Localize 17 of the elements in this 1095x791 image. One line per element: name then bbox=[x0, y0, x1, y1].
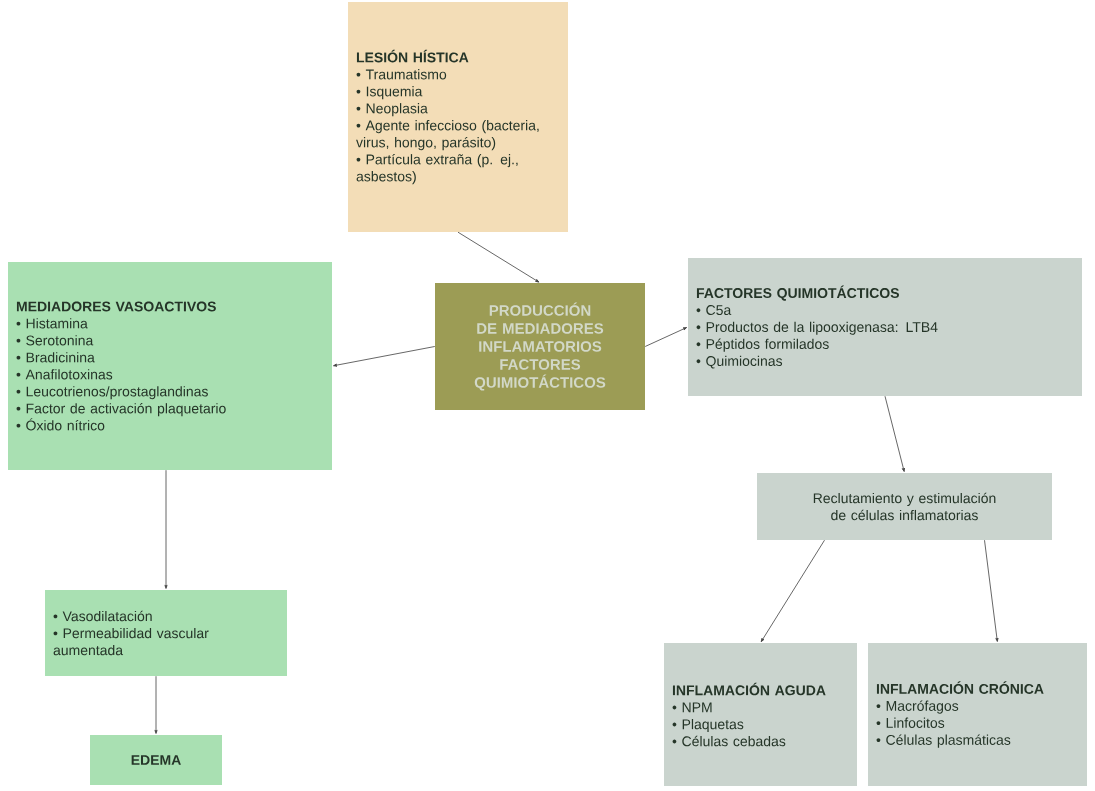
arrow bbox=[984, 539, 999, 642]
process-box: PRODUCCIÓN DE MEDIADORES INFLAMATORIOS FACTORES QUIMIOTÁCTICOS bbox=[435, 283, 645, 410]
process-box: EDEMA bbox=[90, 735, 222, 785]
arrow bbox=[760, 539, 825, 643]
process-box: Reclutamiento y estimulación de células inflamatorias bbox=[757, 473, 1052, 540]
arrow bbox=[154, 675, 158, 734]
arrow bbox=[457, 231, 540, 283]
list-box: INFLAMACIÓN AGUDA • NPM • Plaquetas • Células cebadas bbox=[664, 643, 857, 786]
arrow bbox=[164, 469, 168, 589]
arrow bbox=[884, 395, 905, 472]
list-box: • Vasodilatación • Permeabilidad vascular aumentada bbox=[45, 590, 287, 676]
list-box: INFLAMACIÓN CRÓNICA • Macrófagos • Linfocitos • Células plasmáticas bbox=[868, 643, 1087, 786]
list-box: LESIÓN HÍSTICA • Traumatismo • Isquemia • Neoplasia • Agente infeccioso (bacteria, virus, hongo, parásito) • Partícula extraña (p. ej., asbestos) bbox=[348, 2, 568, 232]
list-box: FACTORES QUIMIOTÁCTICOS • C5a • Productos de la lipooxigenasa: LTB4 • Péptidos formilados • Quimiocinas bbox=[688, 258, 1082, 396]
arrow bbox=[644, 327, 688, 347]
list-box: MEDIADORES VASOACTIVOS • Histamina • Serotonina • Bradicinina • Anafilotoxinas • Leucotrienos/prostaglandinas • Factor de activación plaquetario • Óxido nítrico bbox=[8, 262, 332, 470]
arrow bbox=[333, 346, 436, 367]
